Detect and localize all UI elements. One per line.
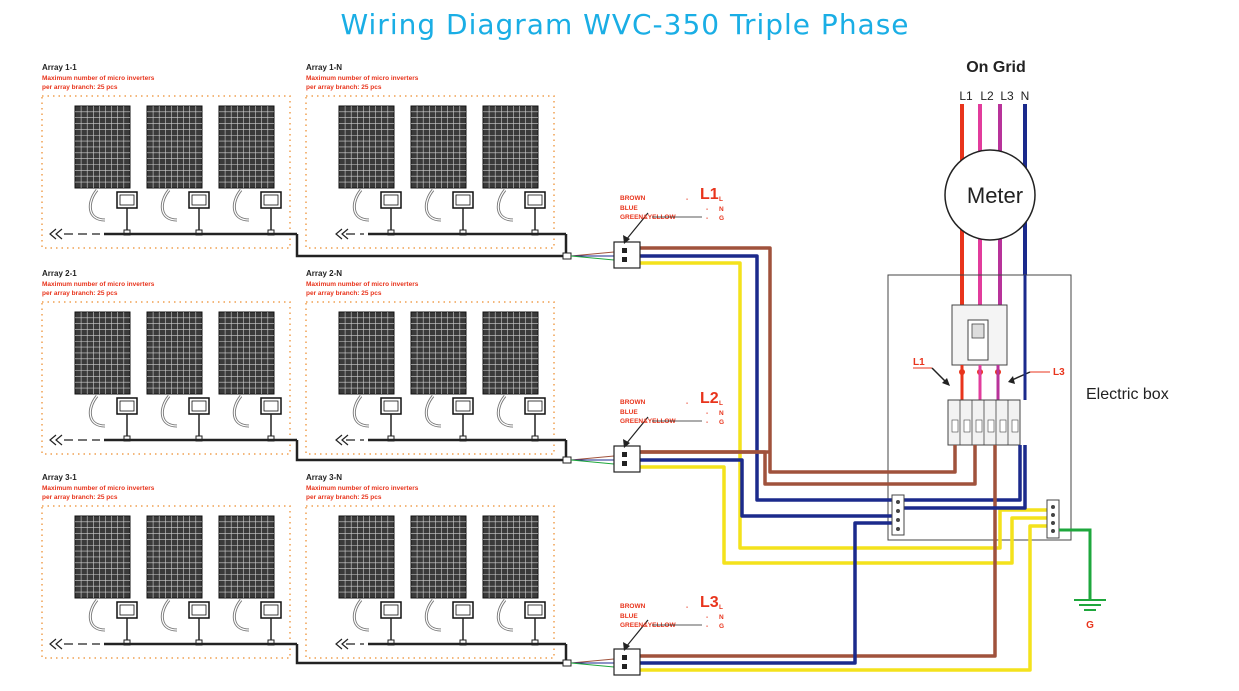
junction-l: L [719, 196, 723, 203]
grid-line-label-l2: L2 [980, 89, 994, 103]
junction-brown-label: BROWN [620, 195, 646, 202]
array-note-line1: Maximum number of micro inverters [42, 485, 155, 492]
array-1-n: Array 1-N Maximum number of micro inverte… [305, 63, 566, 249]
ground-bar [1046, 499, 1060, 539]
junction-dash-n: - [706, 206, 708, 213]
breaker [951, 304, 1008, 375]
junction-phase-label: L2 [700, 390, 719, 407]
array-note-line1: Maximum number of micro inverters [306, 485, 419, 492]
array-title: Array 2-N [306, 269, 342, 278]
wire-l3-brown [640, 445, 997, 658]
array-note-line1: Maximum number of micro inverters [42, 281, 155, 288]
grid-line-label-n: N [1021, 89, 1030, 103]
junction-brown-label: BROWN [620, 399, 646, 406]
breaker-label-l3: L3 [1053, 367, 1065, 378]
wire-l2-brown [640, 445, 977, 486]
array-note-line1: Maximum number of micro inverters [306, 75, 419, 82]
diagram-title: Wiring Diagram WVC-350 Triple Phase [340, 8, 909, 41]
junction-dash-g: - [706, 419, 708, 426]
junction-g: G [719, 215, 724, 222]
junction-phase-label: L3 [700, 594, 719, 611]
junction-dash-g: - [706, 215, 708, 222]
junction-blue-label: BLUE [620, 409, 638, 416]
junction-g: G [719, 623, 724, 630]
array-note-line2: per array branch: 25 pcs [306, 290, 382, 297]
array-2-n: Array 2-N Maximum number of micro inverte… [305, 269, 566, 455]
array-title: Array 3-1 [42, 473, 77, 482]
junction-phase-label: L1 [700, 186, 719, 203]
array-3-n: Array 3-N Maximum number of micro inverte… [305, 473, 566, 659]
junction-dash-g: - [706, 623, 708, 630]
wire-l1-brown [640, 246, 957, 474]
meter-label: Meter [967, 183, 1023, 208]
junction-l2: BROWN BLUE GREEN&YELLOW L2 - LNG - - [613, 390, 724, 473]
wire-l3-yellow [640, 524, 1047, 672]
junction-gy-label: GREEN&YELLOW [620, 214, 676, 221]
neutral-bar [891, 494, 905, 536]
junction-g: G [719, 419, 724, 426]
junction-dash-n: - [706, 410, 708, 417]
array-title: Array 3-N [306, 473, 342, 482]
junction-dash-l: - [686, 196, 688, 203]
array-note-line2: per array branch: 25 pcs [306, 84, 382, 91]
grid-line-label-l3: L3 [1000, 89, 1014, 103]
array-note-line1: Maximum number of micro inverters [42, 75, 155, 82]
array-note-line2: per array branch: 25 pcs [42, 84, 118, 91]
junction-blue-label: BLUE [620, 205, 638, 212]
junction-n: N [719, 206, 724, 213]
wire-neutral-main [904, 445, 1027, 510]
ground-wire [1059, 528, 1092, 600]
array-note-line2: per array branch: 25 pcs [42, 290, 118, 297]
array-title: Array 1-1 [42, 63, 77, 72]
array-title: Array 1-N [306, 63, 342, 72]
junction-l: L [719, 604, 723, 611]
junction-l: L [719, 400, 723, 407]
junction-n: N [719, 410, 724, 417]
junction-blue-label: BLUE [620, 613, 638, 620]
junction-l3: BROWN BLUE GREEN&YELLOW L3 - LNG - - [613, 594, 724, 676]
junction-brown-label: BROWN [620, 603, 646, 610]
breaker-label-l1: L1 [913, 357, 925, 368]
wire-l1-yellow [640, 261, 1047, 550]
electric-box-label: Electric box [1086, 386, 1169, 403]
wire-l1-blue [640, 254, 1022, 502]
on-grid-label: On Grid [966, 59, 1026, 76]
junction-l1: BROWN BLUE GREEN&YELLOW L1 - LNG - - [613, 186, 724, 269]
junction-gy-label: GREEN&YELLOW [620, 622, 676, 629]
array-note-line2: per array branch: 25 pcs [42, 494, 118, 501]
array-note-line1: Maximum number of micro inverters [306, 281, 419, 288]
junction-n: N [719, 614, 724, 621]
wire-l3-blue [640, 521, 892, 665]
terminal-block [947, 399, 1021, 446]
electric-box-frame [887, 274, 1072, 541]
wire-l2-yellow [640, 465, 1047, 565]
junction-dash-n: - [706, 614, 708, 621]
meter-circle [944, 149, 1036, 241]
junction-dash-l: - [686, 400, 688, 407]
junction-gy-label: GREEN&YELLOW [620, 418, 676, 425]
wire-l2-blue [640, 458, 892, 518]
junction-dash-l: - [686, 604, 688, 611]
ground-label: G [1086, 620, 1094, 631]
grid-line-label-l1: L1 [959, 89, 973, 103]
array-note-line2: per array branch: 25 pcs [306, 494, 382, 501]
array-title: Array 2-1 [42, 269, 77, 278]
